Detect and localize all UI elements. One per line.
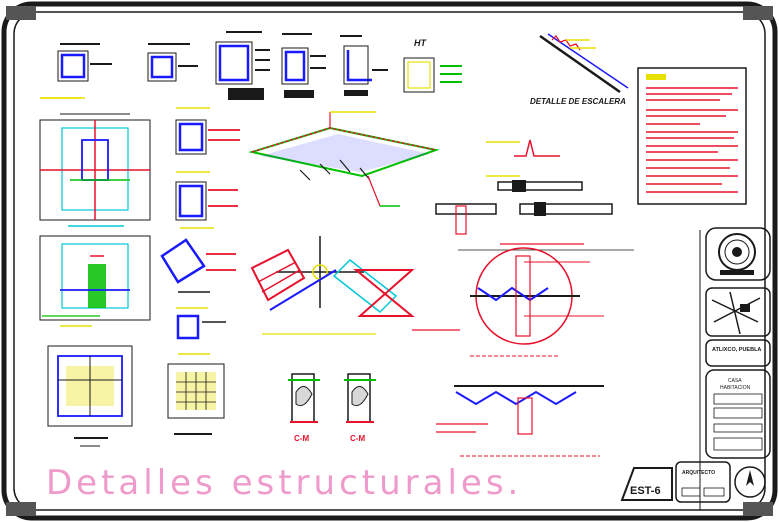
- section-detail-3: [215, 31, 270, 100]
- cm-detail-2: C-M: [344, 373, 376, 443]
- slab-isometric: [248, 111, 440, 207]
- location-map: [705, 287, 771, 337]
- stair-detail-label: DETALLE DE ESCALERA: [530, 97, 626, 106]
- general-notes-box: [637, 67, 747, 205]
- cm-label-1: C-M: [294, 434, 309, 443]
- cm-label-2: C-M: [350, 434, 365, 443]
- section-detail-2: [147, 43, 198, 82]
- cm-detail-1: C-M: [288, 373, 320, 443]
- project-line-2: HABITACION: [720, 385, 751, 391]
- section-detail-5: [340, 35, 388, 96]
- university-seal: [705, 227, 771, 281]
- location-label: ATLIXCO, PUEBLA: [712, 347, 761, 353]
- project-info-box: CASA HABITACION: [705, 369, 771, 459]
- title-block: ATLIXCO, PUEBLA CASA HABITACION EST-6 AR…: [620, 227, 771, 503]
- column-section-1: [175, 107, 240, 155]
- circular-connection-detail: [412, 243, 634, 357]
- corner-block-tl: [6, 6, 36, 20]
- joist-section-detail: [436, 385, 604, 457]
- column-section-2: [175, 171, 238, 229]
- footing-section-1: [39, 225, 151, 327]
- architect-box: ARQUITECTO: [675, 461, 731, 503]
- location-box: ATLIXCO, PUEBLA: [705, 339, 771, 367]
- project-line-1: CASA: [728, 378, 742, 384]
- beam-detail-top: [435, 139, 613, 235]
- footing-plan-1: [39, 97, 151, 221]
- corner-block-tr: [743, 6, 773, 20]
- footing-plan-2: [47, 345, 133, 447]
- column-section-3: [176, 307, 226, 340]
- column-plan-grid: [167, 353, 225, 435]
- sheet-title: Detalles estructurales.: [46, 463, 522, 503]
- north-arrow-icon: [734, 466, 766, 498]
- sheet-code-box: EST-6: [620, 467, 673, 501]
- section-detail-4: [281, 33, 326, 98]
- section-detail-1: [40, 43, 112, 99]
- ht-detail: HT: [403, 38, 462, 93]
- truss-crossing-detail: [250, 236, 415, 335]
- corner-block-br: [743, 502, 773, 516]
- corner-block-bl: [6, 502, 36, 516]
- stair-detail: DETALLE DE ESCALERA: [530, 33, 629, 106]
- architect-label: ARQUITECTO: [682, 470, 715, 476]
- ht-label: HT: [414, 38, 427, 48]
- sheet-code: EST-6: [630, 485, 661, 497]
- column-section-rotated: [160, 238, 236, 293]
